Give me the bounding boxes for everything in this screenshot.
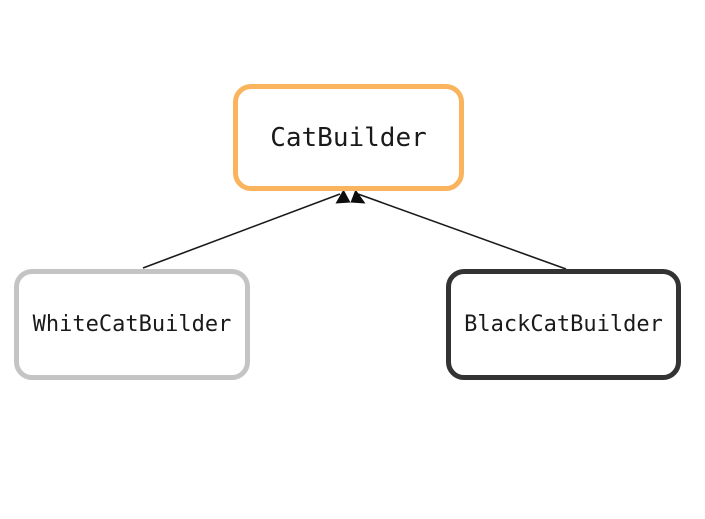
- class-node-label: WhiteCatBuilder: [32, 311, 232, 337]
- arrowhead-blackcatbuilder: [350, 189, 366, 204]
- edge-line-whitecatbuilder: [142, 193, 341, 269]
- class-node-catbuilder[interactable]: CatBuilder: [233, 84, 464, 191]
- arrowhead-whitecatbuilder: [335, 189, 351, 204]
- class-node-label: BlackCatBuilder: [464, 311, 663, 337]
- edge-blackcatbuilder-to-catbuilder: [350, 189, 567, 270]
- class-node-label: CatBuilder: [270, 122, 427, 153]
- edge-line-blackcatbuilder: [357, 193, 567, 270]
- edge-whitecatbuilder-to-catbuilder: [142, 189, 351, 269]
- class-node-whitecatbuilder[interactable]: WhiteCatBuilder: [14, 269, 250, 380]
- class-node-blackcatbuilder[interactable]: BlackCatBuilder: [446, 269, 681, 380]
